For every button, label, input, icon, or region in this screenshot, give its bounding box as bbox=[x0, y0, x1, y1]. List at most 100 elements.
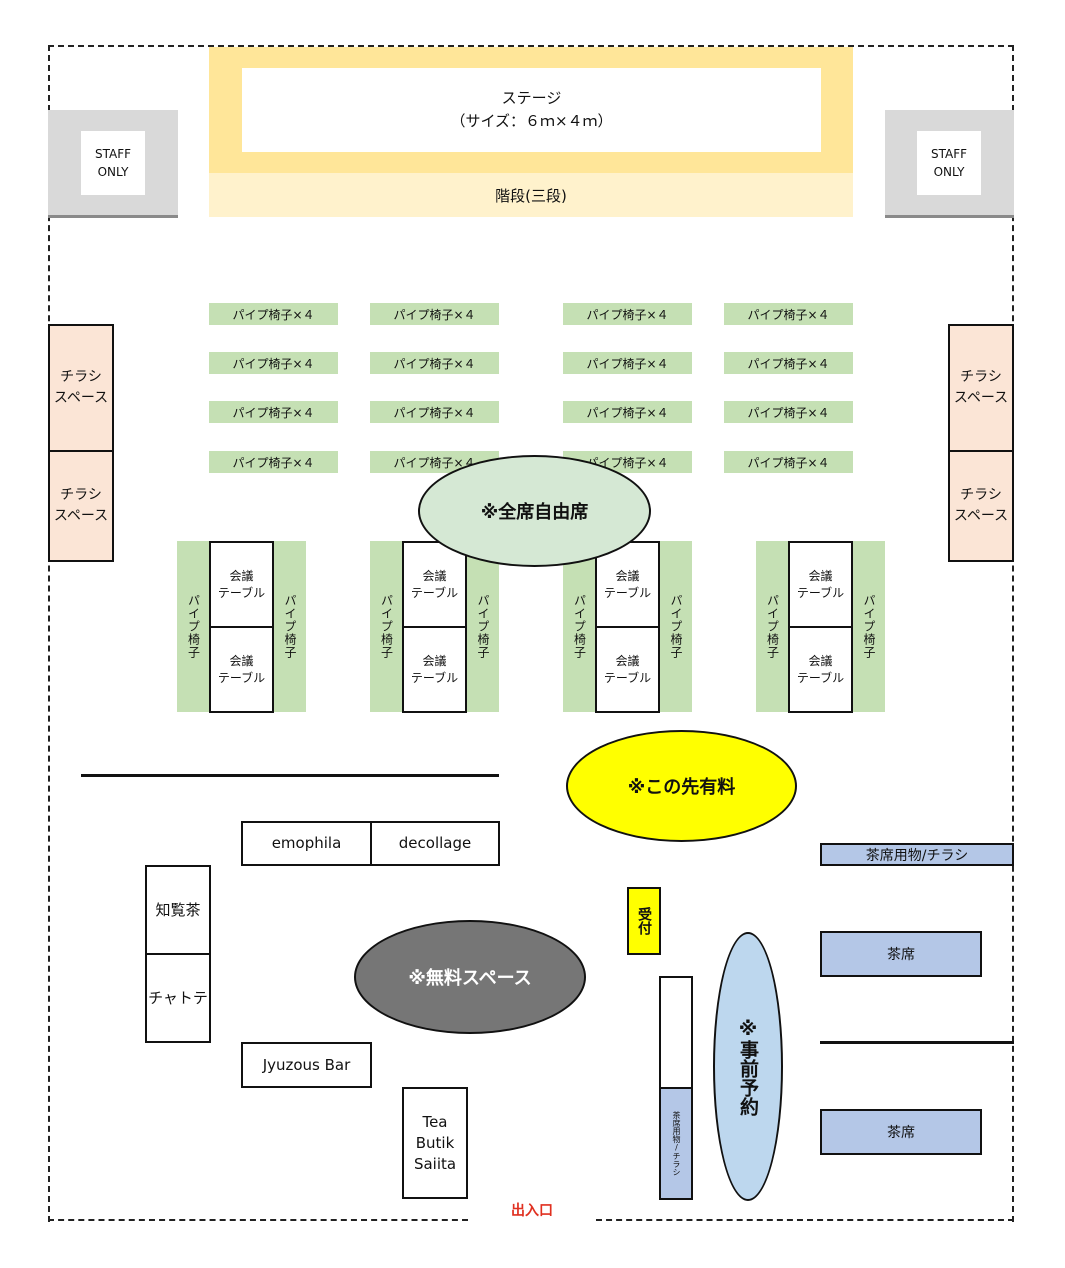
meeting-table-line1: 会議 bbox=[229, 568, 254, 583]
chair-row: パイプ椅子×４ bbox=[563, 352, 692, 374]
chair-row-label: パイプ椅子×４ bbox=[232, 307, 315, 322]
chair-row-label: パイプ椅子×４ bbox=[747, 455, 830, 470]
shop-chiran-label: 知覧茶 bbox=[155, 900, 201, 919]
meeting-table: 会議テーブル bbox=[209, 541, 274, 628]
flyer-label-line1: チラシ bbox=[960, 487, 1002, 503]
pipe-chair-label: パイプ椅子 bbox=[765, 594, 780, 659]
chair-row: パイプ椅子×４ bbox=[370, 401, 499, 423]
shop-jyuzous-label: Jyuzous Bar bbox=[262, 1055, 351, 1074]
meeting-table-line2: テーブル bbox=[217, 670, 266, 685]
stage-title: ステージ bbox=[501, 89, 562, 107]
flyer-label-line1: チラシ bbox=[60, 487, 102, 503]
tea-supplies-label: 茶席用物/チラシ bbox=[865, 847, 969, 864]
pipe-chair-label: パイプ椅子 bbox=[283, 594, 297, 659]
meeting-table: 会議テーブル bbox=[595, 626, 660, 713]
meeting-table: 会議テーブル bbox=[209, 626, 274, 713]
pipe-chair-vertical: パイプ椅子 bbox=[274, 541, 306, 712]
tea-seat-2-label: 茶席 bbox=[887, 1125, 915, 1141]
meeting-table: 会議テーブル bbox=[595, 541, 660, 628]
pipe-chair-vertical: パイプ椅子 bbox=[853, 541, 885, 712]
meeting-table-line1: 会議 bbox=[808, 653, 833, 668]
free-space-label: ※無料スペース bbox=[408, 968, 532, 989]
flyer-space-right-2: チラシ スペース bbox=[948, 450, 1014, 562]
shop-emophila: emophila bbox=[241, 821, 372, 866]
paid-area-label: ※この先有料 bbox=[627, 777, 736, 798]
meeting-table-line2: テーブル bbox=[796, 585, 845, 600]
flyer-label-line2: スペース bbox=[953, 390, 1009, 406]
meeting-table: 会議テーブル bbox=[402, 541, 467, 628]
pipe-chair-vertical: パイプ椅子 bbox=[177, 541, 210, 712]
meeting-table-line1: 会議 bbox=[615, 568, 640, 583]
pipe-chair-label: パイプ椅子 bbox=[669, 594, 683, 659]
shop-chatote-label: チャトテ bbox=[148, 988, 208, 1007]
meeting-table-line2: テーブル bbox=[410, 670, 459, 685]
pipe-chair-vertical: パイプ椅子 bbox=[370, 541, 403, 712]
flyer-label-line2: スペース bbox=[53, 508, 109, 524]
shop-decollage-label: decollage bbox=[398, 834, 472, 852]
staff-only-left: STAFF ONLY bbox=[81, 131, 145, 195]
chair-row: パイプ椅子×４ bbox=[209, 352, 338, 374]
stairs: 階段(三段) bbox=[209, 173, 853, 217]
chair-row: パイプ椅子×４ bbox=[209, 451, 338, 473]
divider-line-right bbox=[820, 1041, 1014, 1044]
entrance[interactable]: 出入口 bbox=[480, 1198, 584, 1222]
shop-tea-butik-line2: Butik bbox=[415, 1133, 455, 1152]
tea-seat-1-label: 茶席 bbox=[887, 947, 915, 963]
entrance-label: 出入口 bbox=[511, 1203, 553, 1219]
paid-area-ellipse: ※この先有料 bbox=[566, 730, 797, 842]
staff-only-left-line1: STAFF bbox=[94, 147, 132, 161]
chair-row: パイプ椅子×４ bbox=[209, 401, 338, 423]
room-border-bottom-right bbox=[596, 1219, 1014, 1221]
free-space-ellipse: ※無料スペース bbox=[354, 920, 586, 1034]
chair-row-label: パイプ椅子×４ bbox=[586, 455, 669, 470]
stairs-label: 階段(三段) bbox=[495, 186, 567, 205]
free-seating-ellipse: ※全席自由席 bbox=[418, 455, 651, 567]
chair-row-label: パイプ椅子×４ bbox=[393, 356, 476, 371]
shop-chatote: チャトテ bbox=[145, 953, 211, 1043]
pipe-chair-vertical: パイプ椅子 bbox=[467, 541, 499, 712]
shop-emophila-label: emophila bbox=[271, 834, 342, 852]
meeting-table-line1: 会議 bbox=[422, 568, 447, 583]
flyer-space-left-2: チラシ スペース bbox=[48, 450, 114, 562]
shop-tea-butik-line3: Saiita bbox=[413, 1154, 457, 1173]
meeting-table: 会議テーブル bbox=[788, 626, 853, 713]
room-border-left bbox=[48, 45, 50, 1222]
reservation-label: ※事前予約 bbox=[737, 1017, 759, 1116]
meeting-table: 会議テーブル bbox=[402, 626, 467, 713]
chair-row: パイプ椅子×４ bbox=[724, 401, 853, 423]
flyer-space-right-1: チラシ スペース bbox=[948, 324, 1014, 452]
staff-only-right-line2: ONLY bbox=[933, 165, 965, 179]
pipe-chair-label: パイプ椅子 bbox=[476, 594, 490, 659]
pipe-chair-label: パイプ椅子 bbox=[862, 594, 876, 659]
staff-only-right: STAFF ONLY bbox=[917, 131, 981, 195]
chair-row-label: パイプ椅子×４ bbox=[747, 356, 830, 371]
flyer-label-line2: スペース bbox=[953, 508, 1009, 524]
room-border-right bbox=[1012, 45, 1014, 1222]
meeting-table-line1: 会議 bbox=[422, 653, 447, 668]
chair-row-label: パイプ椅子×４ bbox=[393, 307, 476, 322]
meeting-table-line1: 会議 bbox=[229, 653, 254, 668]
meeting-table: 会議テーブル bbox=[788, 541, 853, 628]
chair-row: パイプ椅子×４ bbox=[370, 352, 499, 374]
free-seating-label: ※全席自由席 bbox=[480, 502, 589, 523]
reception-label: 受付 bbox=[636, 907, 652, 935]
chair-row: パイプ椅子×４ bbox=[563, 303, 692, 325]
room-border-top bbox=[48, 45, 1014, 47]
chair-row: パイプ椅子×４ bbox=[724, 303, 853, 325]
pipe-chair-vertical: パイプ椅子 bbox=[756, 541, 789, 712]
chair-row-label: パイプ椅子×４ bbox=[232, 455, 315, 470]
divider-line-left bbox=[81, 774, 499, 777]
chair-row: パイプ椅子×４ bbox=[724, 352, 853, 374]
chair-row-label: パイプ椅子×４ bbox=[232, 356, 315, 371]
reception: 受付 bbox=[627, 887, 661, 955]
meeting-table-line2: テーブル bbox=[410, 585, 459, 600]
stage-inner: ステージ （サイズ：６ｍ×４ｍ） bbox=[242, 68, 821, 152]
flyer-space-left-1: チラシ スペース bbox=[48, 324, 114, 452]
meeting-table-line1: 会議 bbox=[615, 653, 640, 668]
room-border-bottom-left bbox=[48, 1219, 468, 1221]
flyer-label-line1: チラシ bbox=[960, 369, 1002, 385]
shop-tea-butik-saiita: Tea Butik Saiita bbox=[402, 1087, 468, 1199]
meeting-table-line2: テーブル bbox=[217, 585, 266, 600]
chair-row: パイプ椅子×４ bbox=[370, 303, 499, 325]
shop-jyuzous-bar: Jyuzous Bar bbox=[241, 1042, 372, 1088]
